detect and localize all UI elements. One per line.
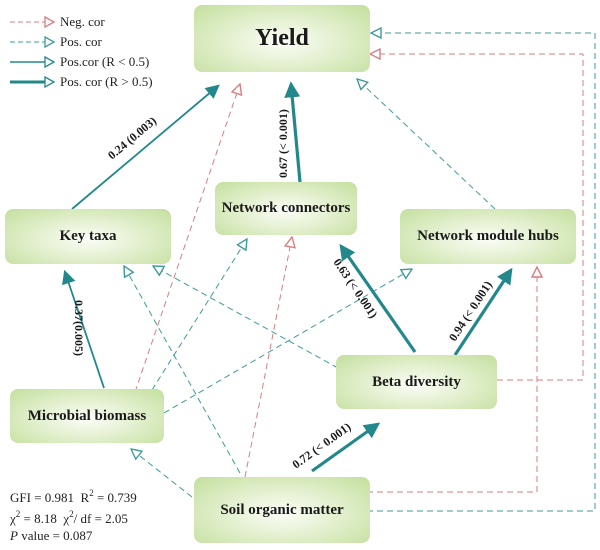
path-beta-diversity-to-network-connectors (339, 243, 417, 353)
node-soil-organic-matter-label: Soil organic matter (220, 501, 344, 518)
path-soil-organic-matter-to-yield (357, 33, 596, 512)
node-beta-diversity-label: Beta diversity (372, 373, 461, 390)
legend-label: Pos. cor (60, 34, 102, 49)
path-beta-diversity-to-network-module-hubs (453, 267, 513, 356)
path-soil-organic-matter-to-network-connectors (244, 237, 292, 478)
chi2df-value: / df = 2.05 (73, 511, 128, 526)
chi2-value: = 8.18 (20, 511, 57, 526)
legend-item-positive-weak: Pos.cor (R < 0.5) (10, 52, 149, 72)
path-microbial-biomass-to-network-module-hubs (163, 269, 412, 414)
chi2-symbol: χ (10, 511, 16, 526)
dashed-teal-arrow-icon (10, 35, 56, 49)
p-value: value = 0.087 (17, 528, 93, 543)
solid-thin-teal-arrow-icon (10, 55, 56, 69)
path-network-connectors-to-yield (284, 81, 302, 183)
path-microbial-biomass-to-key-taxa (62, 269, 105, 389)
coef-label-network-connectors-yield: 0.67 (< 0.001) (276, 109, 290, 178)
stats-line-2: χ2 = 8.18 χ2/ df = 2.05 (10, 509, 128, 526)
r2-symbol: R (80, 490, 90, 505)
node-key-taxa: Key taxa (5, 209, 171, 264)
stats-line-3: P value = 0.087 (10, 527, 137, 544)
path-soil-organic-matter-to-microbial-biomass (131, 449, 193, 498)
node-network-connectors-label: Network connectors (221, 200, 351, 216)
node-microbial-biomass: Microbial biomass (10, 389, 164, 443)
node-yield-label: Yield (255, 25, 309, 51)
path-soil-organic-matter-to-network-module-hubs (357, 267, 537, 493)
coef-label-microbial-biomass-key-taxa: 0.37(0.005) (72, 300, 86, 356)
solid-thick-teal-arrow-icon (10, 75, 56, 89)
path-soil-organic-matter-to-beta-diversity (311, 422, 381, 473)
coef-label-key-taxa-yield: 0.24 (0.003) (105, 114, 159, 163)
legend-item-positive: Pos. cor (10, 32, 102, 52)
stats-line-1: GFI = 0.981 R2 = 0.739 (10, 488, 137, 505)
path-key-taxa-to-yield (71, 84, 220, 210)
r2-value: = 0.739 (93, 490, 137, 505)
legend-item-negative: Neg. cor (10, 12, 105, 32)
path-network-module-hubs-to-yield (357, 79, 496, 210)
path-beta-diversity-to-yield (370, 54, 584, 381)
node-microbial-biomass-label: Microbial biomass (27, 407, 147, 424)
path-beta-diversity-to-key-taxa (153, 266, 339, 369)
p-symbol: P (10, 528, 18, 543)
legend-label: Pos.cor (R < 0.5) (60, 54, 150, 69)
model-fit-stats: GFI = 0.981 R2 = 0.739 χ2 = 8.18 χ2/ df … (10, 485, 137, 544)
node-network-connectors: Network connectors (215, 182, 357, 235)
node-network-module-hubs: Network module hubs (400, 209, 576, 264)
path-microbial-biomass-to-yield (134, 84, 240, 393)
node-soil-organic-matter: Soil organic matter (194, 477, 370, 543)
node-key-taxa-label: Key taxa (59, 228, 117, 244)
gfi-stat: GFI = 0.981 (10, 490, 75, 505)
legend-label: Neg. cor (60, 14, 105, 29)
dashed-red-arrow-icon (10, 15, 56, 29)
legend-item-positive-strong: Pos. cor (R > 0.5) (10, 72, 153, 92)
chi2df-symbol: χ (63, 511, 70, 526)
legend-label: Pos. cor (R > 0.5) (60, 74, 153, 89)
node-beta-diversity: Beta diversity (336, 355, 497, 409)
node-network-module-hubs-label: Network module hubs (417, 228, 559, 244)
node-yield: Yield (194, 5, 370, 72)
